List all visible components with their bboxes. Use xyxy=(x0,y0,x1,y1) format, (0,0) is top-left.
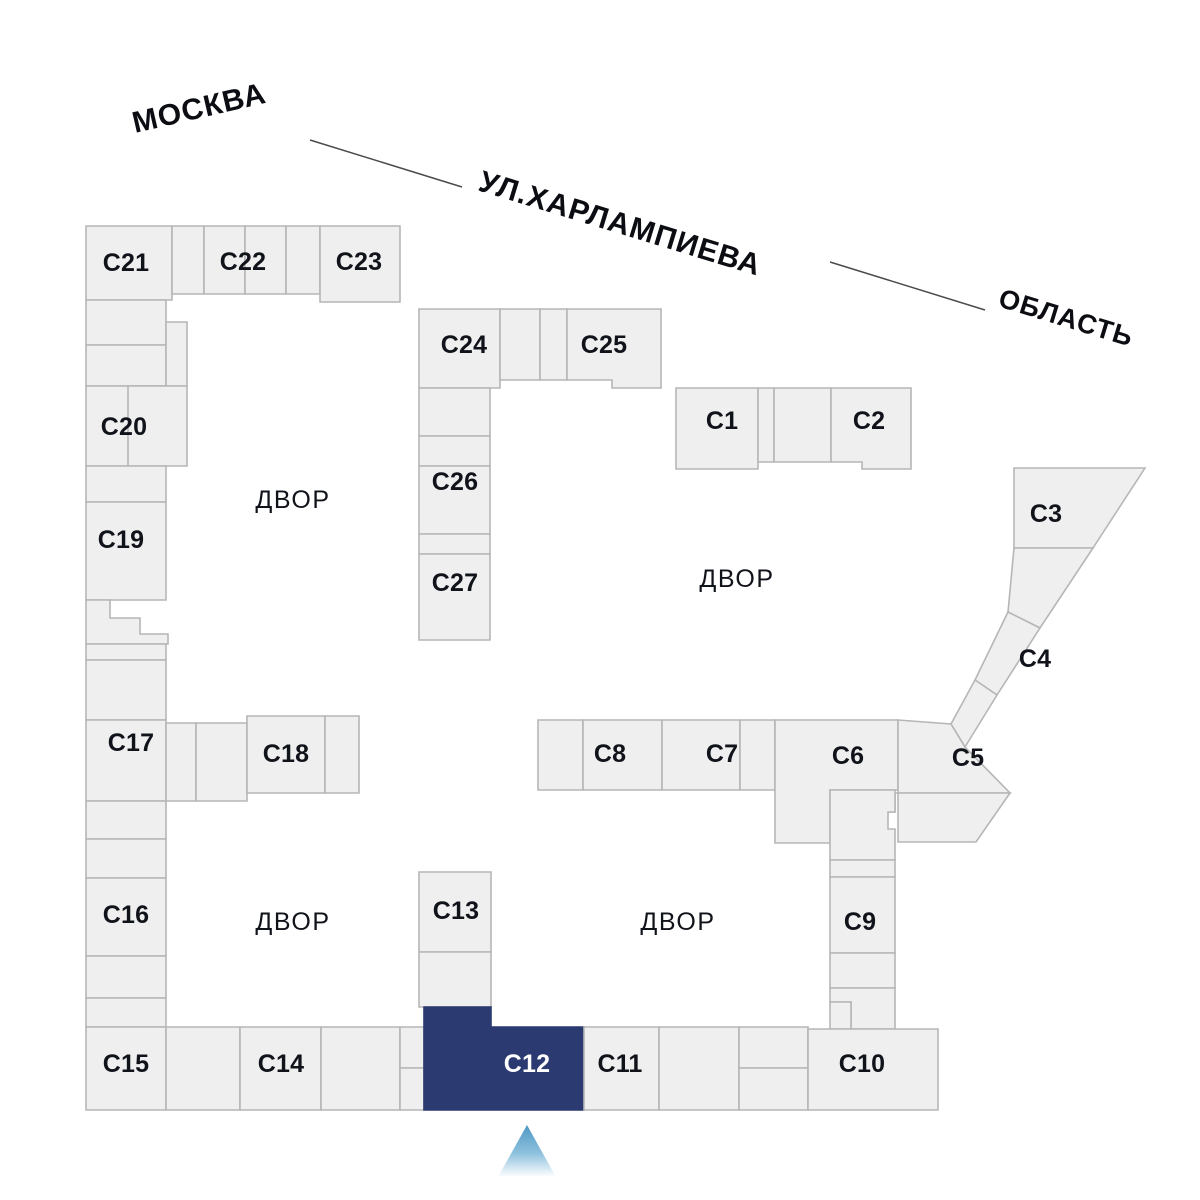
street-label-moscow: МОСКВА xyxy=(129,77,269,140)
block-shape-C24-wing[interactable] xyxy=(499,308,541,381)
block-shape-c9-l2[interactable] xyxy=(829,952,896,989)
block-shape-c26-top[interactable] xyxy=(418,387,491,437)
block-group-bottom-band: C15 C14 C12 C11 C10 xyxy=(85,1006,939,1111)
location-marker-triangle xyxy=(498,1125,556,1177)
block-shape-C1[interactable] xyxy=(675,387,759,470)
block-label-C12: C12 xyxy=(504,1050,550,1078)
yard-label-southwest: ДВОР xyxy=(255,908,330,936)
block-shape-C22-wing[interactable] xyxy=(285,225,321,295)
block-label-C21: C21 xyxy=(103,249,149,277)
block-label-C27: C27 xyxy=(432,569,478,597)
block-label-C22: C22 xyxy=(220,248,266,276)
block-shape-sw-l2[interactable] xyxy=(85,838,167,879)
block-shape-sw-l1[interactable] xyxy=(85,800,167,840)
block-label-C13: C13 xyxy=(433,897,479,925)
block-shape-c12-neighbor-b[interactable] xyxy=(399,1067,425,1111)
street-label-kharlampieva: УЛ.ХАРЛАМПИЕВА xyxy=(475,165,765,282)
block-shape-C17[interactable] xyxy=(85,659,167,721)
location-marker xyxy=(498,1125,556,1177)
block-shape-c27-gap[interactable] xyxy=(418,533,491,555)
block-shape-c11-wing[interactable] xyxy=(658,1026,740,1111)
block-label-C4: C4 xyxy=(1019,645,1051,673)
block-label-C2: C2 xyxy=(853,407,885,435)
block-shape-c18-left[interactable] xyxy=(195,722,248,802)
block-label-C14: C14 xyxy=(258,1050,304,1078)
block-shape-c26-mid[interactable] xyxy=(418,435,491,467)
block-shape-c18-wing[interactable] xyxy=(324,715,360,794)
block-group-mid-band: C8 C7 C6 C5 xyxy=(537,719,1012,844)
block-group-southwest: C17 C18 C16 ДВОР xyxy=(85,659,360,1028)
block-group-northeast: C1 C2 C3 C4 ДВОР xyxy=(675,387,1147,749)
block-shape-c8-left[interactable] xyxy=(537,719,584,791)
block-shape-C19-steps[interactable] xyxy=(85,599,169,645)
block-shape-C10[interactable] xyxy=(807,1028,939,1111)
block-shape-C21-wing[interactable] xyxy=(171,225,205,295)
block-shape-c1-wing[interactable] xyxy=(757,387,775,463)
block-shape-c15-wing[interactable] xyxy=(165,1026,241,1111)
block-label-C3: C3 xyxy=(1030,500,1062,528)
block-shape-C24[interactable] xyxy=(418,308,501,389)
yard-label-northeast: ДВОР xyxy=(699,565,774,593)
block-shape-C2[interactable] xyxy=(830,387,912,470)
block-shape-c5-lower[interactable] xyxy=(897,792,1012,843)
street-leader-left xyxy=(309,139,463,188)
block-shape-c10-left-a[interactable] xyxy=(738,1026,809,1069)
block-shape-c7-wing[interactable] xyxy=(739,719,776,791)
street-leader-right xyxy=(829,261,986,311)
block-shape-sw-l4[interactable] xyxy=(85,997,167,1028)
block-label-C1: C1 xyxy=(706,407,738,435)
block-label-C5: C5 xyxy=(952,744,984,772)
yard-label-northwest: ДВОР xyxy=(255,486,330,514)
block-shape-C25[interactable] xyxy=(566,308,662,389)
block-group-center-north: C24 C25 C26 C27 xyxy=(418,308,662,641)
block-label-C23: C23 xyxy=(336,248,382,276)
block-shape-c12-neighbor-a[interactable] xyxy=(399,1026,425,1069)
block-label-C20: C20 xyxy=(101,413,147,441)
block-shape-C19[interactable] xyxy=(85,501,167,601)
block-shape-C21[interactable] xyxy=(85,225,173,301)
yard-label-southeast: ДВОР xyxy=(640,908,715,936)
block-shape-C23[interactable] xyxy=(319,225,401,303)
block-shape-c17-wing[interactable] xyxy=(165,722,197,802)
block-label-C16: C16 xyxy=(103,901,149,929)
block-group-northwest: C21 C22 C23 C20 C19 ДВОР xyxy=(85,225,401,661)
block-label-C24: C24 xyxy=(441,331,487,359)
block-shape-nw-l4[interactable] xyxy=(85,643,167,661)
block-shape-c14-wing[interactable] xyxy=(320,1026,401,1111)
block-shape-c10-left-b[interactable] xyxy=(738,1067,809,1111)
block-label-C7: C7 xyxy=(706,740,738,768)
block-label-C9: C9 xyxy=(844,908,876,936)
block-label-C17: C17 xyxy=(108,729,154,757)
block-label-C10: C10 xyxy=(839,1050,885,1078)
block-shape-c9-top[interactable] xyxy=(829,789,896,861)
street-label-oblast: ОБЛАСТЬ xyxy=(995,283,1137,352)
block-label-C18: C18 xyxy=(263,740,309,768)
block-shape-c9-notch[interactable] xyxy=(829,1001,852,1030)
block-label-C15: C15 xyxy=(103,1050,149,1078)
block-shape-c3-lower[interactable] xyxy=(1007,547,1095,630)
block-label-C6: C6 xyxy=(832,742,864,770)
block-shape-c25-gap[interactable] xyxy=(539,308,568,381)
block-shape-c2-gap[interactable] xyxy=(773,387,832,463)
block-label-C25: C25 xyxy=(581,331,627,359)
block-group-center-south: C13 xyxy=(418,871,492,1008)
block-shape-sw-l3[interactable] xyxy=(85,955,167,999)
block-label-C19: C19 xyxy=(98,526,144,554)
block-shape-nw-l3[interactable] xyxy=(85,465,167,503)
block-label-C8: C8 xyxy=(594,740,626,768)
block-group-southeast: C9 ДВОР xyxy=(640,789,896,1030)
block-label-C11: C11 xyxy=(597,1050,642,1078)
block-label-C26: C26 xyxy=(432,468,478,496)
block-shape-c13-lower[interactable] xyxy=(418,951,492,1008)
block-shape-c9-band[interactable] xyxy=(829,859,896,878)
block-shape-nw-l2[interactable] xyxy=(85,344,167,387)
block-shape-C21-tail[interactable] xyxy=(85,299,167,346)
block-shape-C27[interactable] xyxy=(418,553,491,641)
block-shape-nw-l2b[interactable] xyxy=(165,321,188,387)
block-shape-C20-wing[interactable] xyxy=(127,385,188,467)
